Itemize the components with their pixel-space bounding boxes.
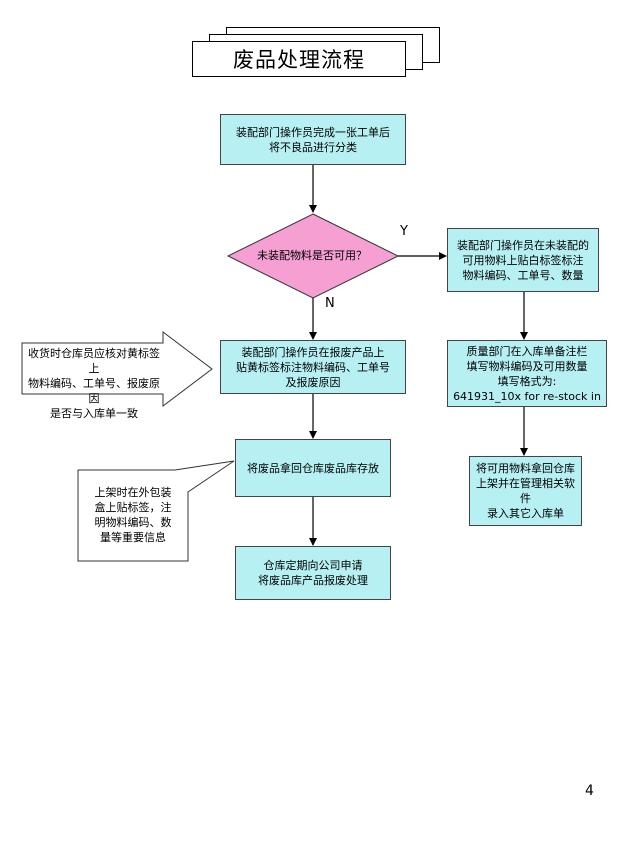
- scrap-apply-process-box: 仓库定期向公司申请 将废品库产品报废处理: [235, 546, 391, 600]
- yellow-label-process-box: 装配部门操作员在报废产品上 贴黄标签标注物料编码、工单号 及报废原因: [220, 340, 406, 394]
- no-edge-label: N: [325, 296, 335, 311]
- page-title: 废品处理流程: [233, 48, 365, 72]
- scrap-store-process-box: 将废品拿回仓库废品库存放: [235, 439, 391, 497]
- receiving-check-callout-text: 收货时仓库员应核对黄标签上 物料编码、工单号、报废原因 是否与入库单一致: [28, 347, 160, 420]
- restock-process-box: 将可用物料拿回仓库 上架并在管理相关软件 录入其它入库单: [469, 456, 582, 526]
- start-process-box: 装配部门操作员完成一张工单后 将不良品进行分类: [220, 114, 406, 165]
- page-number: 4: [585, 783, 594, 799]
- receiving-check-callout-shape: [21, 330, 213, 408]
- shelving-note-callout-text: 上架时在外包装 盒上贴标签，注 明物料编码、数 量等重要信息: [94, 486, 172, 544]
- title-card-front: [192, 41, 406, 77]
- shelving-note-callout-shape: [77, 460, 235, 562]
- quality-dept-process-box: 质量部门在入库单备注栏 填写物料编码及可用数量 填写格式为: 641931_10…: [447, 340, 607, 407]
- decision-label: 未装配物料是否可用？: [257, 249, 367, 262]
- yes-edge-label: Y: [400, 224, 408, 239]
- white-label-process-box: 装配部门操作员在未装配的 可用物料上贴白标签标注 物料编码、工单号、数量: [447, 228, 599, 292]
